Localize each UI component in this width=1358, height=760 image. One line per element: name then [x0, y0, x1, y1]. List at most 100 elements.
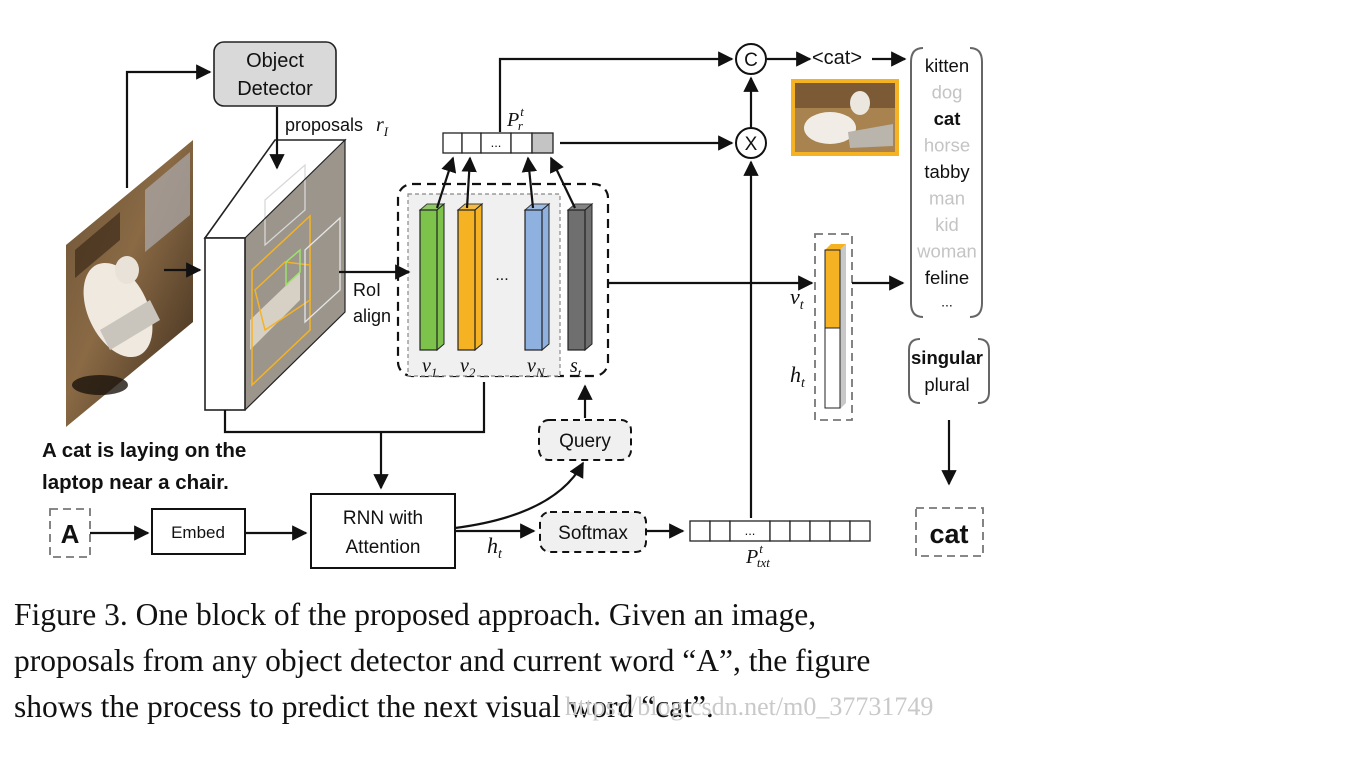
rnn-block — [310, 493, 456, 569]
ptxt-vector-cell — [829, 520, 851, 542]
cat-crop-thumbnail — [791, 79, 899, 156]
feature-column-v1: v1 — [418, 202, 446, 380]
ptxt-vector-cell — [769, 520, 791, 542]
category-man: man — [929, 188, 965, 209]
caption-sentence-line-2: laptop near a chair. — [42, 471, 229, 494]
category-kid: kid — [935, 214, 959, 235]
category-list: kittendogcathorsetabbymankidwomanfeline.… — [916, 55, 977, 310]
feature-column-face — [419, 209, 438, 351]
arrow-v1-to-pr — [435, 156, 457, 209]
feature-label-main: v — [460, 355, 469, 377]
roi-align-label-line-2: align — [353, 306, 391, 326]
category-cat: cat — [934, 108, 961, 129]
output-word: cat — [929, 519, 968, 549]
query-label: Query — [559, 431, 611, 452]
softmax-label: Softmax — [558, 523, 628, 544]
vt-ht-vector — [814, 233, 853, 421]
vt-label-main: v — [790, 284, 800, 309]
connections — [90, 51, 957, 541]
pr-label-sup: t — [520, 104, 524, 119]
concat-operator-label: C — [744, 50, 758, 71]
feature-label-sub: 2 — [469, 365, 476, 380]
feature-ellipsis: ... — [495, 267, 508, 284]
category-horse: horse — [924, 135, 970, 156]
ptxt-vector-cell — [689, 520, 711, 542]
ptxt-vector-cell — [709, 520, 731, 542]
plurality-bracket-left — [908, 338, 921, 404]
multiply-operator: X — [735, 127, 767, 159]
feature-column-face — [567, 209, 586, 351]
ht-label-bottom-main: h — [487, 533, 498, 558]
feature-column-side — [436, 202, 445, 352]
category-tabby: tabby — [924, 161, 970, 182]
category-bracket-left — [910, 47, 924, 318]
input-word-box — [49, 508, 91, 558]
ht-label-right-main: h — [790, 362, 801, 387]
line-feature-to-rnn — [223, 382, 486, 434]
cat-tag: <cat> — [812, 47, 862, 69]
caption-sentence: A cat is laying on the laptop near a chai… — [42, 439, 246, 494]
embed-block — [151, 508, 246, 555]
feature-label-main: v — [527, 355, 536, 377]
query-block — [538, 419, 632, 461]
proposals-label: proposals — [285, 115, 363, 135]
vt-label-sub: t — [800, 298, 805, 313]
ptxt-vector-cell — [789, 520, 811, 542]
feature-column-side — [541, 202, 550, 352]
ptxt-label-sup: t — [759, 541, 763, 556]
proposals-symbol-main: r — [376, 114, 384, 136]
arrow-rnn-to-query — [454, 461, 584, 530]
feature-label: st — [570, 355, 582, 380]
ht-label-bottom: ht — [487, 533, 503, 562]
feature-column-side — [584, 202, 593, 352]
proposal-volume — [203, 138, 347, 411]
category-woman: woman — [916, 241, 977, 262]
pr-vector-cell — [461, 132, 482, 154]
ht-label-right: ht — [790, 362, 806, 391]
feature-label-sub: t — [578, 365, 582, 380]
ptxt-vector-cell — [849, 520, 871, 542]
output-word-box — [915, 507, 984, 557]
caption-line: shows the process to predict the next vi… — [14, 689, 714, 724]
pr-label-main: P — [506, 109, 519, 131]
feature-label: v2 — [460, 355, 476, 380]
rnn-label-line-1: RNN with — [343, 508, 423, 529]
category-feline: feline — [925, 267, 969, 288]
plurality-bracket-right — [977, 338, 990, 404]
arrow-v2-to-pr — [461, 156, 477, 209]
feature-column-face — [524, 209, 543, 351]
rnn-label-line-2: Attention — [346, 537, 421, 558]
ptxt-vector: ... — [689, 520, 871, 542]
caption-line: Figure 3. One block of the proposed appr… — [14, 597, 817, 632]
proposals-symbol: rI — [376, 114, 389, 139]
ht-label-bottom-sub: t — [498, 547, 503, 562]
embed-label: Embed — [171, 523, 225, 542]
input-word: A — [61, 519, 80, 549]
caption-sentence-line-1: A cat is laying on the — [42, 439, 246, 462]
pr-vector: ... — [442, 132, 554, 154]
plurality-plural: plural — [924, 374, 969, 395]
feature-column-side — [474, 202, 483, 352]
watermark: https://blog.csdn.net/m0_37731749 — [565, 692, 934, 721]
feature-column-v2: v2 — [456, 202, 484, 380]
concat-operator: C — [735, 43, 767, 75]
pr-vector-cell — [442, 132, 463, 154]
arrow-st-to-pr — [550, 156, 576, 209]
vt-label: vt — [790, 284, 805, 313]
ptxt-vector-ellipsis: ... — [745, 523, 756, 538]
feature-label-sub: N — [535, 365, 546, 380]
ptxt-vector-cell — [809, 520, 831, 542]
feature-column-st: st — [566, 202, 594, 380]
feature-label: vN — [527, 355, 546, 380]
input-image — [66, 140, 193, 427]
feature-label: v1 — [422, 355, 437, 380]
feature-column-face — [457, 209, 476, 351]
figure-caption: Figure 3. One block of the proposed appr… — [14, 592, 1004, 730]
